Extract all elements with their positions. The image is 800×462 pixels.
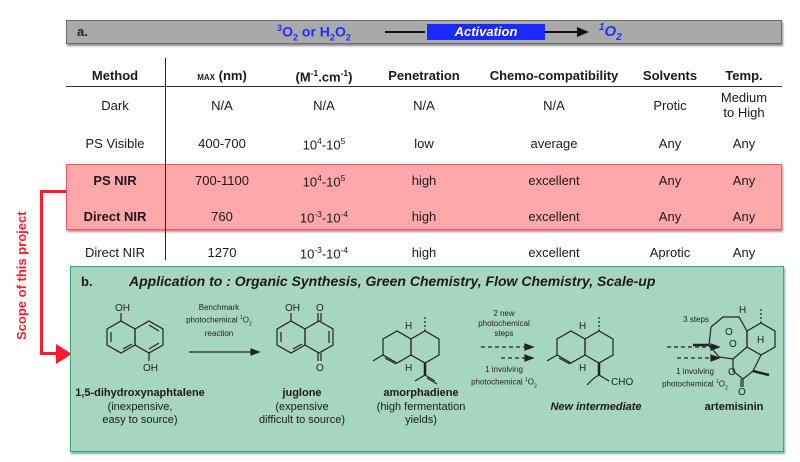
reactant-formula: 3O2 or H2O2 <box>277 23 351 43</box>
cell-penetration: N/A <box>413 98 435 113</box>
svg-text:O: O <box>738 387 746 398</box>
panel-b-label: b. <box>81 274 93 289</box>
product-formula: 1O2 <box>599 22 622 43</box>
svg-text:H: H <box>579 321 586 332</box>
svg-text:H: H <box>579 363 586 374</box>
header-lambda: MAX (nm) <box>197 68 247 83</box>
cell-epsilon: 10-3-10-4 <box>299 209 349 226</box>
cell-method: Direct NIR <box>83 209 147 224</box>
panel-a-label: a. <box>77 24 88 39</box>
cell-epsilon: 10-3-10-4 <box>299 245 349 262</box>
cell-chemo: excellent <box>528 173 580 188</box>
header-epsilon: (M-1.cm-1) <box>295 68 353 85</box>
scope-bracket <box>40 190 43 354</box>
svg-text:H: H <box>405 321 412 332</box>
compound-name: artemisinin <box>704 401 764 413</box>
header-chemo: Chemo-compatibility <box>489 68 619 83</box>
header-temp: Temp. <box>725 68 763 83</box>
cell-solvents: Protic <box>653 98 687 113</box>
column-divider <box>165 58 166 260</box>
cell-lambda: 700-1100 <box>195 173 249 188</box>
cell-penetration: low <box>414 136 434 151</box>
compound-name: New intermediate <box>550 401 642 413</box>
oh-label: OH <box>115 303 130 314</box>
cell-method: PS NIR <box>93 173 137 188</box>
panel-b-title: Application to : Organic Synthesis, Gree… <box>129 273 656 289</box>
artemisinin-structure: OO HH OO <box>693 305 776 398</box>
cell-epsilon: 104-105 <box>302 173 346 190</box>
svg-text:O: O <box>316 363 324 374</box>
cell-lambda: 400-700 <box>198 136 246 151</box>
svg-text:H: H <box>739 305 746 316</box>
compound-name: 1,5-dihydroxynaphtalene <box>75 387 205 399</box>
cell-lambda: 760 <box>211 209 233 224</box>
scope-arrow-icon <box>56 344 72 364</box>
application-panel: b. Application to : Organic Synthesis, G… <box>70 266 784 452</box>
intermediate-structure: H H CHO <box>546 317 633 388</box>
cell-penetration: high <box>411 173 437 188</box>
svg-text:O: O <box>725 327 733 338</box>
cell-method: PS Visible <box>85 136 145 151</box>
cell-epsilon: N/A <box>313 98 335 113</box>
amorphadiene-structure: HH <box>372 317 440 385</box>
reaction-note: 3 steps <box>683 315 709 324</box>
svg-text:CHO: CHO <box>611 377 633 388</box>
dihydroxynaphthalene-structure: OH OH <box>106 303 164 374</box>
cell-solvents: Any <box>658 173 682 188</box>
cell-temp: Any <box>732 245 756 260</box>
compound-name: amorphadiene <box>383 387 459 399</box>
cell-chemo: average <box>530 136 578 151</box>
arrow-head-icon <box>577 27 589 37</box>
cell-temp: Any <box>732 136 756 151</box>
cell-penetration: high <box>411 245 437 260</box>
compound-name: juglone <box>282 387 322 399</box>
cell-lambda: N/A <box>211 98 233 113</box>
activation-label: Activation <box>427 24 545 40</box>
cell-solvents: Any <box>658 209 682 224</box>
arrow-line <box>545 31 579 33</box>
scope-bracket <box>40 190 66 193</box>
table-header: Method MAX (nm) (M-1.cm-1) Penetration C… <box>66 62 782 87</box>
scope-label: Scope of this project <box>14 211 29 340</box>
juglone-structure: OH O O <box>276 303 334 374</box>
cell-solvents: Aprotic <box>649 245 691 260</box>
svg-text:O: O <box>729 339 737 350</box>
oh-label: OH <box>143 363 158 374</box>
cell-chemo: excellent <box>528 245 580 260</box>
svg-text:O: O <box>316 303 324 314</box>
reaction-arrow-icon <box>189 348 261 356</box>
compound-note: (inexpensive,easy to source) <box>102 401 178 426</box>
svg-text:H: H <box>757 335 764 346</box>
cell-penetration: high <box>411 209 437 224</box>
cell-chemo: excellent <box>528 209 580 224</box>
header-method: Method <box>91 68 139 83</box>
cell-temp: Any <box>732 209 756 224</box>
activation-header-bar: a. 3O2 or H2O2 Activation 1O2 <box>66 20 782 44</box>
cell-method: Dark <box>101 98 129 113</box>
cell-chemo: N/A <box>543 98 565 113</box>
header-penetration: Penetration <box>388 68 460 83</box>
scope-highlight-rows <box>66 164 782 230</box>
cell-lambda: 1270 <box>207 245 237 260</box>
svg-text:OH: OH <box>285 303 300 314</box>
svg-text:O: O <box>728 367 736 378</box>
cell-temp: Any <box>732 173 756 188</box>
arrow-line <box>385 31 425 33</box>
cell-solvents: Any <box>658 136 682 151</box>
header-solvents: Solvents <box>642 68 698 83</box>
cell-method: Direct NIR <box>85 245 145 260</box>
cell-epsilon: 104-105 <box>302 136 346 153</box>
dashed-reaction-arrow-icon <box>481 343 535 362</box>
svg-text:H: H <box>405 363 412 374</box>
scope-bracket <box>40 352 60 355</box>
